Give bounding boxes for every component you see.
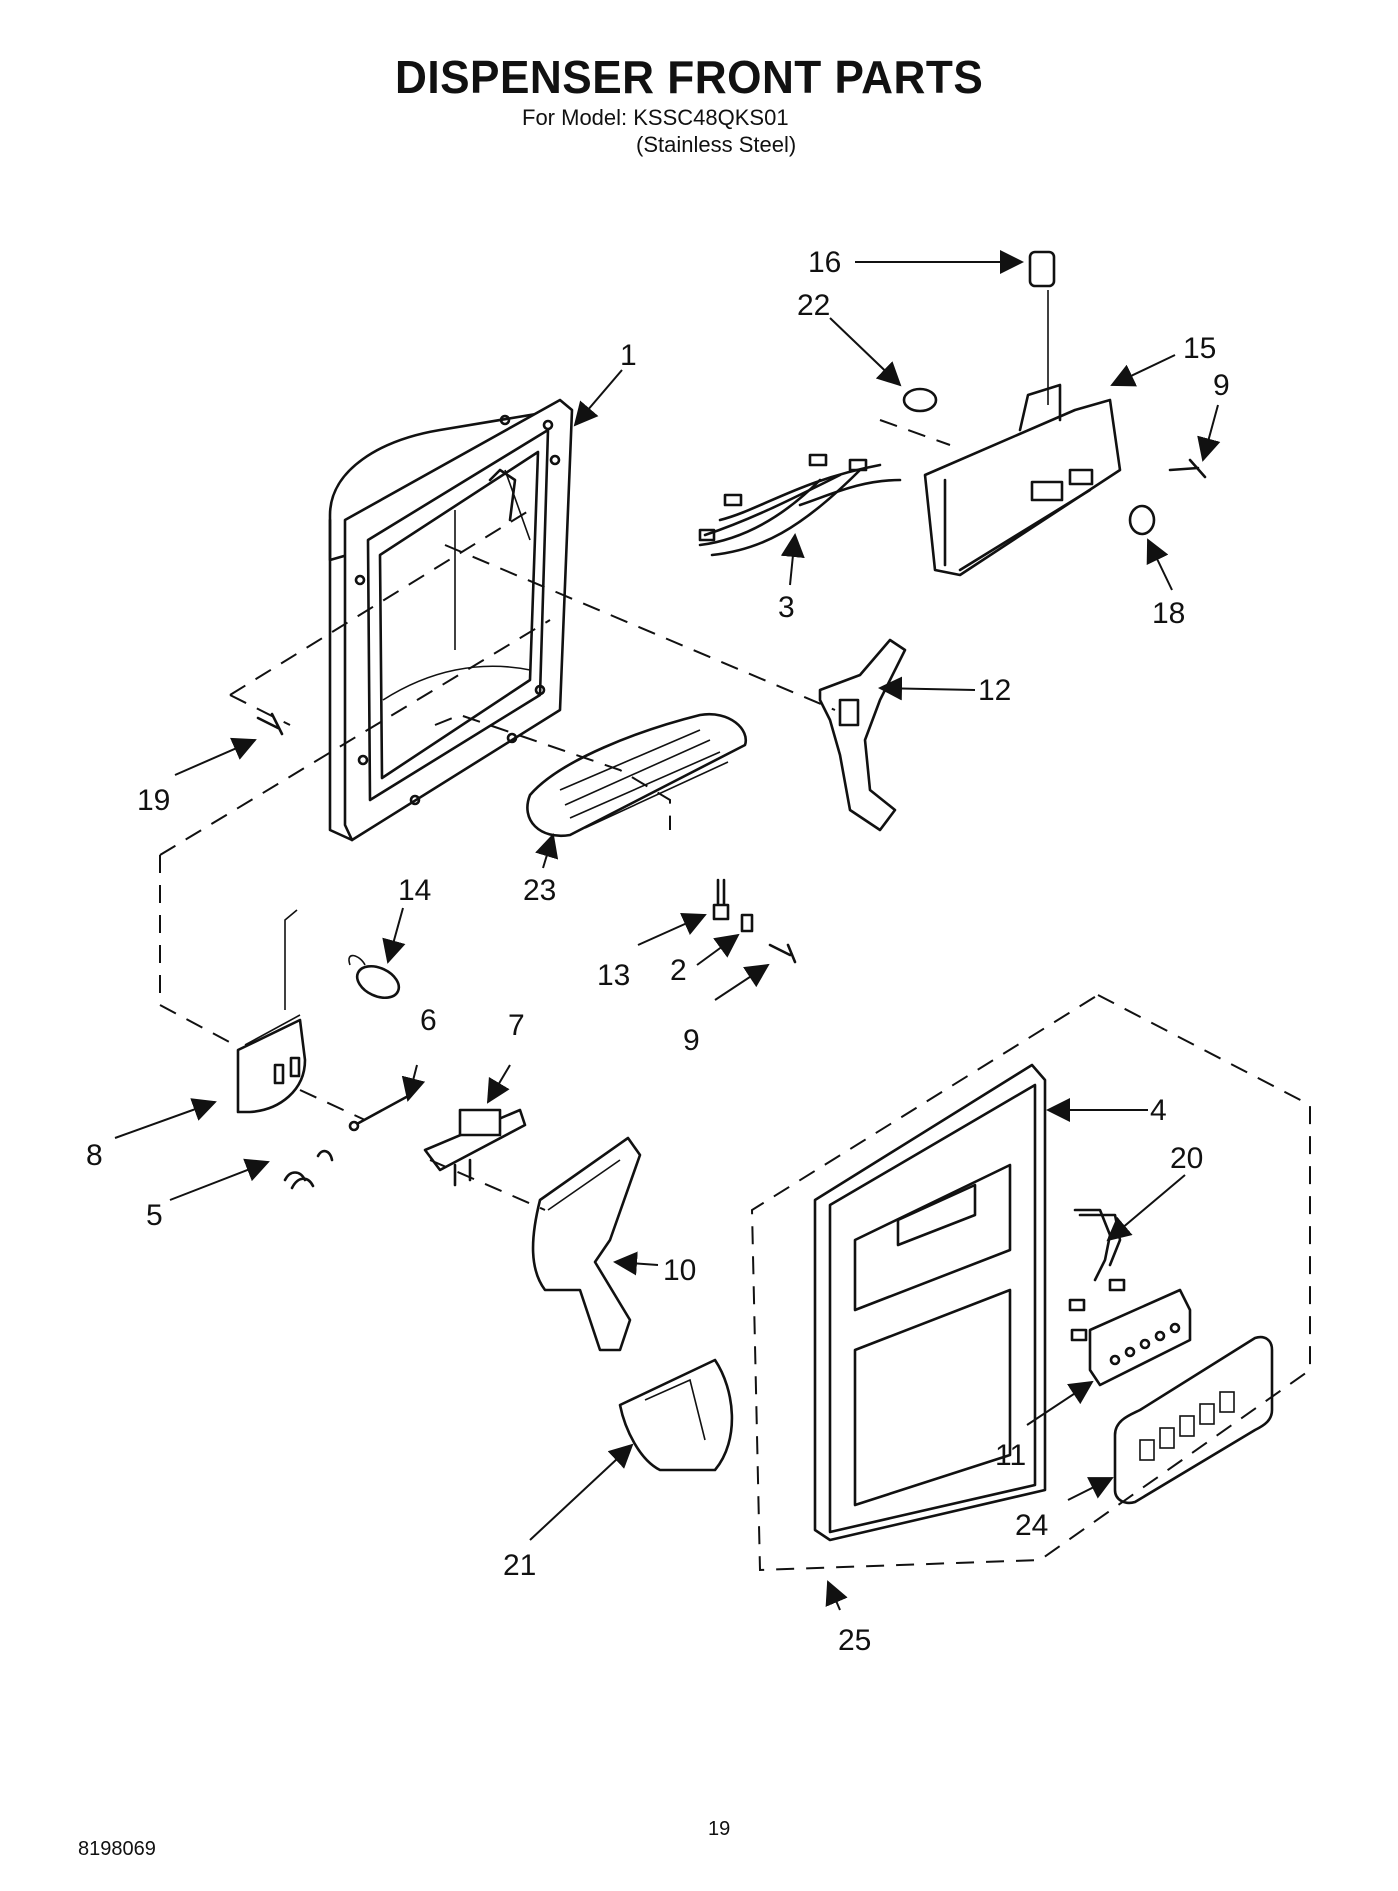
- part-6-pin: [348, 1093, 412, 1132]
- part-10-paddle: [531, 1136, 642, 1352]
- part-16-switch: [1028, 250, 1056, 405]
- callout-15: 15: [1183, 332, 1216, 365]
- callout-9-lower: 9: [683, 1024, 700, 1057]
- callout-14: 14: [398, 874, 431, 907]
- part-7-actuator: [423, 1108, 527, 1187]
- callout-23: 23: [523, 874, 556, 907]
- document-number: 8198069: [78, 1838, 156, 1860]
- callout-3: 3: [778, 591, 795, 624]
- callout-2: 2: [670, 954, 687, 987]
- part-5-spring: [283, 1149, 334, 1190]
- callout-16: 16: [808, 246, 841, 279]
- part-12-lever: [818, 638, 907, 832]
- callout-11: 11: [995, 1439, 1026, 1472]
- assembly-dashed-lines: [159, 419, 1311, 1572]
- callout-5: 5: [146, 1199, 163, 1232]
- callout-8: 8: [86, 1139, 103, 1172]
- part-2-clip: [740, 913, 754, 933]
- part-9-screw-upper: [1168, 458, 1207, 479]
- callout-12: 12: [978, 674, 1011, 707]
- part-4-front-panel: [813, 1063, 1047, 1542]
- part-19-screw: [256, 712, 284, 736]
- leader-lines: [114, 250, 1221, 1611]
- callout-10: 10: [663, 1254, 696, 1287]
- part-15-bracket: [923, 383, 1122, 577]
- callout-6: 6: [420, 1004, 437, 1037]
- callout-7: 7: [508, 1009, 525, 1042]
- part-23-drip-tray-grille: [526, 712, 748, 838]
- model-line: For Model: KSSC48QKS01: [522, 105, 789, 130]
- page-title: DISPENSER FRONT PARTS: [395, 51, 984, 103]
- callout-1: 1: [620, 339, 637, 372]
- callout-9-upper: 9: [1213, 369, 1230, 402]
- callout-labels: 1 2 3 4 5 6 7 8 9 9 10 11 12 13 14 15 16…: [86, 246, 1230, 1657]
- callout-22: 22: [797, 289, 830, 322]
- callout-19: 19: [137, 784, 170, 817]
- part-11-control-board: [1088, 1288, 1192, 1387]
- page-number: 19: [708, 1818, 731, 1840]
- callout-20: 20: [1170, 1142, 1203, 1175]
- callout-21: 21: [503, 1549, 536, 1582]
- callout-18: 18: [1152, 597, 1185, 630]
- part-1-dispenser-housing: [328, 398, 574, 842]
- part-22-lamp: [902, 387, 938, 413]
- part-3-wire-harness: [698, 453, 902, 557]
- finish-line: (Stainless Steel): [636, 132, 797, 157]
- part-9-screw-lower: [768, 943, 797, 964]
- callout-13: 13: [597, 959, 630, 992]
- callout-25: 25: [838, 1624, 871, 1657]
- part-24-control-overlay: [1113, 1335, 1274, 1505]
- part-8-control-module: [236, 909, 307, 1114]
- part-21-ice-chute: [618, 1358, 734, 1472]
- part-18-grommet: [1128, 504, 1156, 536]
- callout-4: 4: [1150, 1094, 1167, 1127]
- callout-24: 24: [1015, 1509, 1048, 1542]
- part-13-clip: [712, 878, 730, 921]
- part-14-motor: [348, 954, 401, 1000]
